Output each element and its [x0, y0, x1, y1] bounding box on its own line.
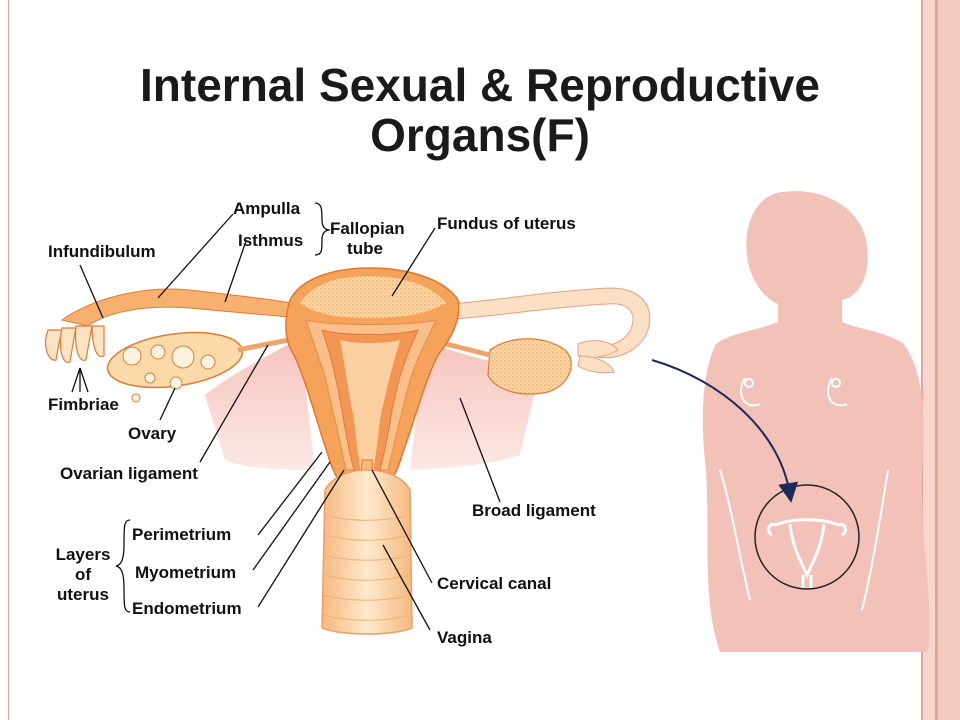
- fimbriae-right: [577, 340, 619, 374]
- fallopian-tube-left: [60, 288, 301, 327]
- label-of: of: [74, 565, 92, 584]
- label-fallopian-tube: Fallopian tube: [330, 219, 405, 259]
- label-cervical-canal: Cervical canal: [437, 574, 552, 593]
- label-layers-of-uterus: Layers of uterus: [50, 545, 116, 605]
- label-ovary: Ovary: [128, 424, 177, 443]
- broad-ligament-left: [205, 338, 315, 470]
- label-layers: Layers: [55, 545, 111, 564]
- label-fimbriae: Fimbriae: [48, 395, 119, 414]
- label-broad-ligament: Broad ligament: [472, 501, 596, 520]
- label-perimetrium: Perimetrium: [132, 525, 232, 544]
- label-fallopian: Fallopian: [330, 219, 405, 238]
- label-tube: tube: [347, 239, 383, 258]
- page-title: Internal Sexual & Reproductive Organs(F): [60, 60, 900, 160]
- label-fundus-of-uterus: Fundus of uterus: [437, 214, 576, 233]
- label-endometrium: Endometrium: [132, 599, 242, 618]
- label-uterus: uterus: [57, 585, 109, 604]
- pointer-arrow: [651, 359, 799, 503]
- slide-border-right-inner: [921, 0, 936, 720]
- label-ovarian-ligament: Ovarian ligament: [60, 464, 198, 483]
- label-myometrium: Myometrium: [135, 563, 237, 582]
- brackets: [115, 202, 331, 613]
- label-ampulla: Ampulla: [233, 199, 301, 218]
- label-isthmus: Isthmus: [238, 231, 304, 250]
- fimbriae-left: [44, 325, 105, 363]
- uterus-fundus: [300, 276, 446, 318]
- title-line-1: Internal Sexual & Reproductive: [140, 59, 820, 111]
- label-infundibulum: Infundibulum: [48, 242, 156, 261]
- leader-lines: [71, 213, 501, 631]
- ovary-follicles: [122, 344, 216, 403]
- vagina: [321, 469, 413, 635]
- title-line-2: Organs(F): [370, 109, 590, 161]
- silhouette-details: [719, 377, 889, 611]
- mini-uterus-icon: [767, 518, 847, 588]
- vagina-rugae: [322, 514, 413, 621]
- uterine-cavity: [340, 340, 400, 480]
- slide-border-right-outer: [936, 0, 960, 720]
- slide-border-left: [0, 0, 9, 720]
- magnifier-circle: [754, 484, 860, 590]
- label-vagina: Vagina: [437, 628, 492, 647]
- ovary-right: [487, 338, 572, 395]
